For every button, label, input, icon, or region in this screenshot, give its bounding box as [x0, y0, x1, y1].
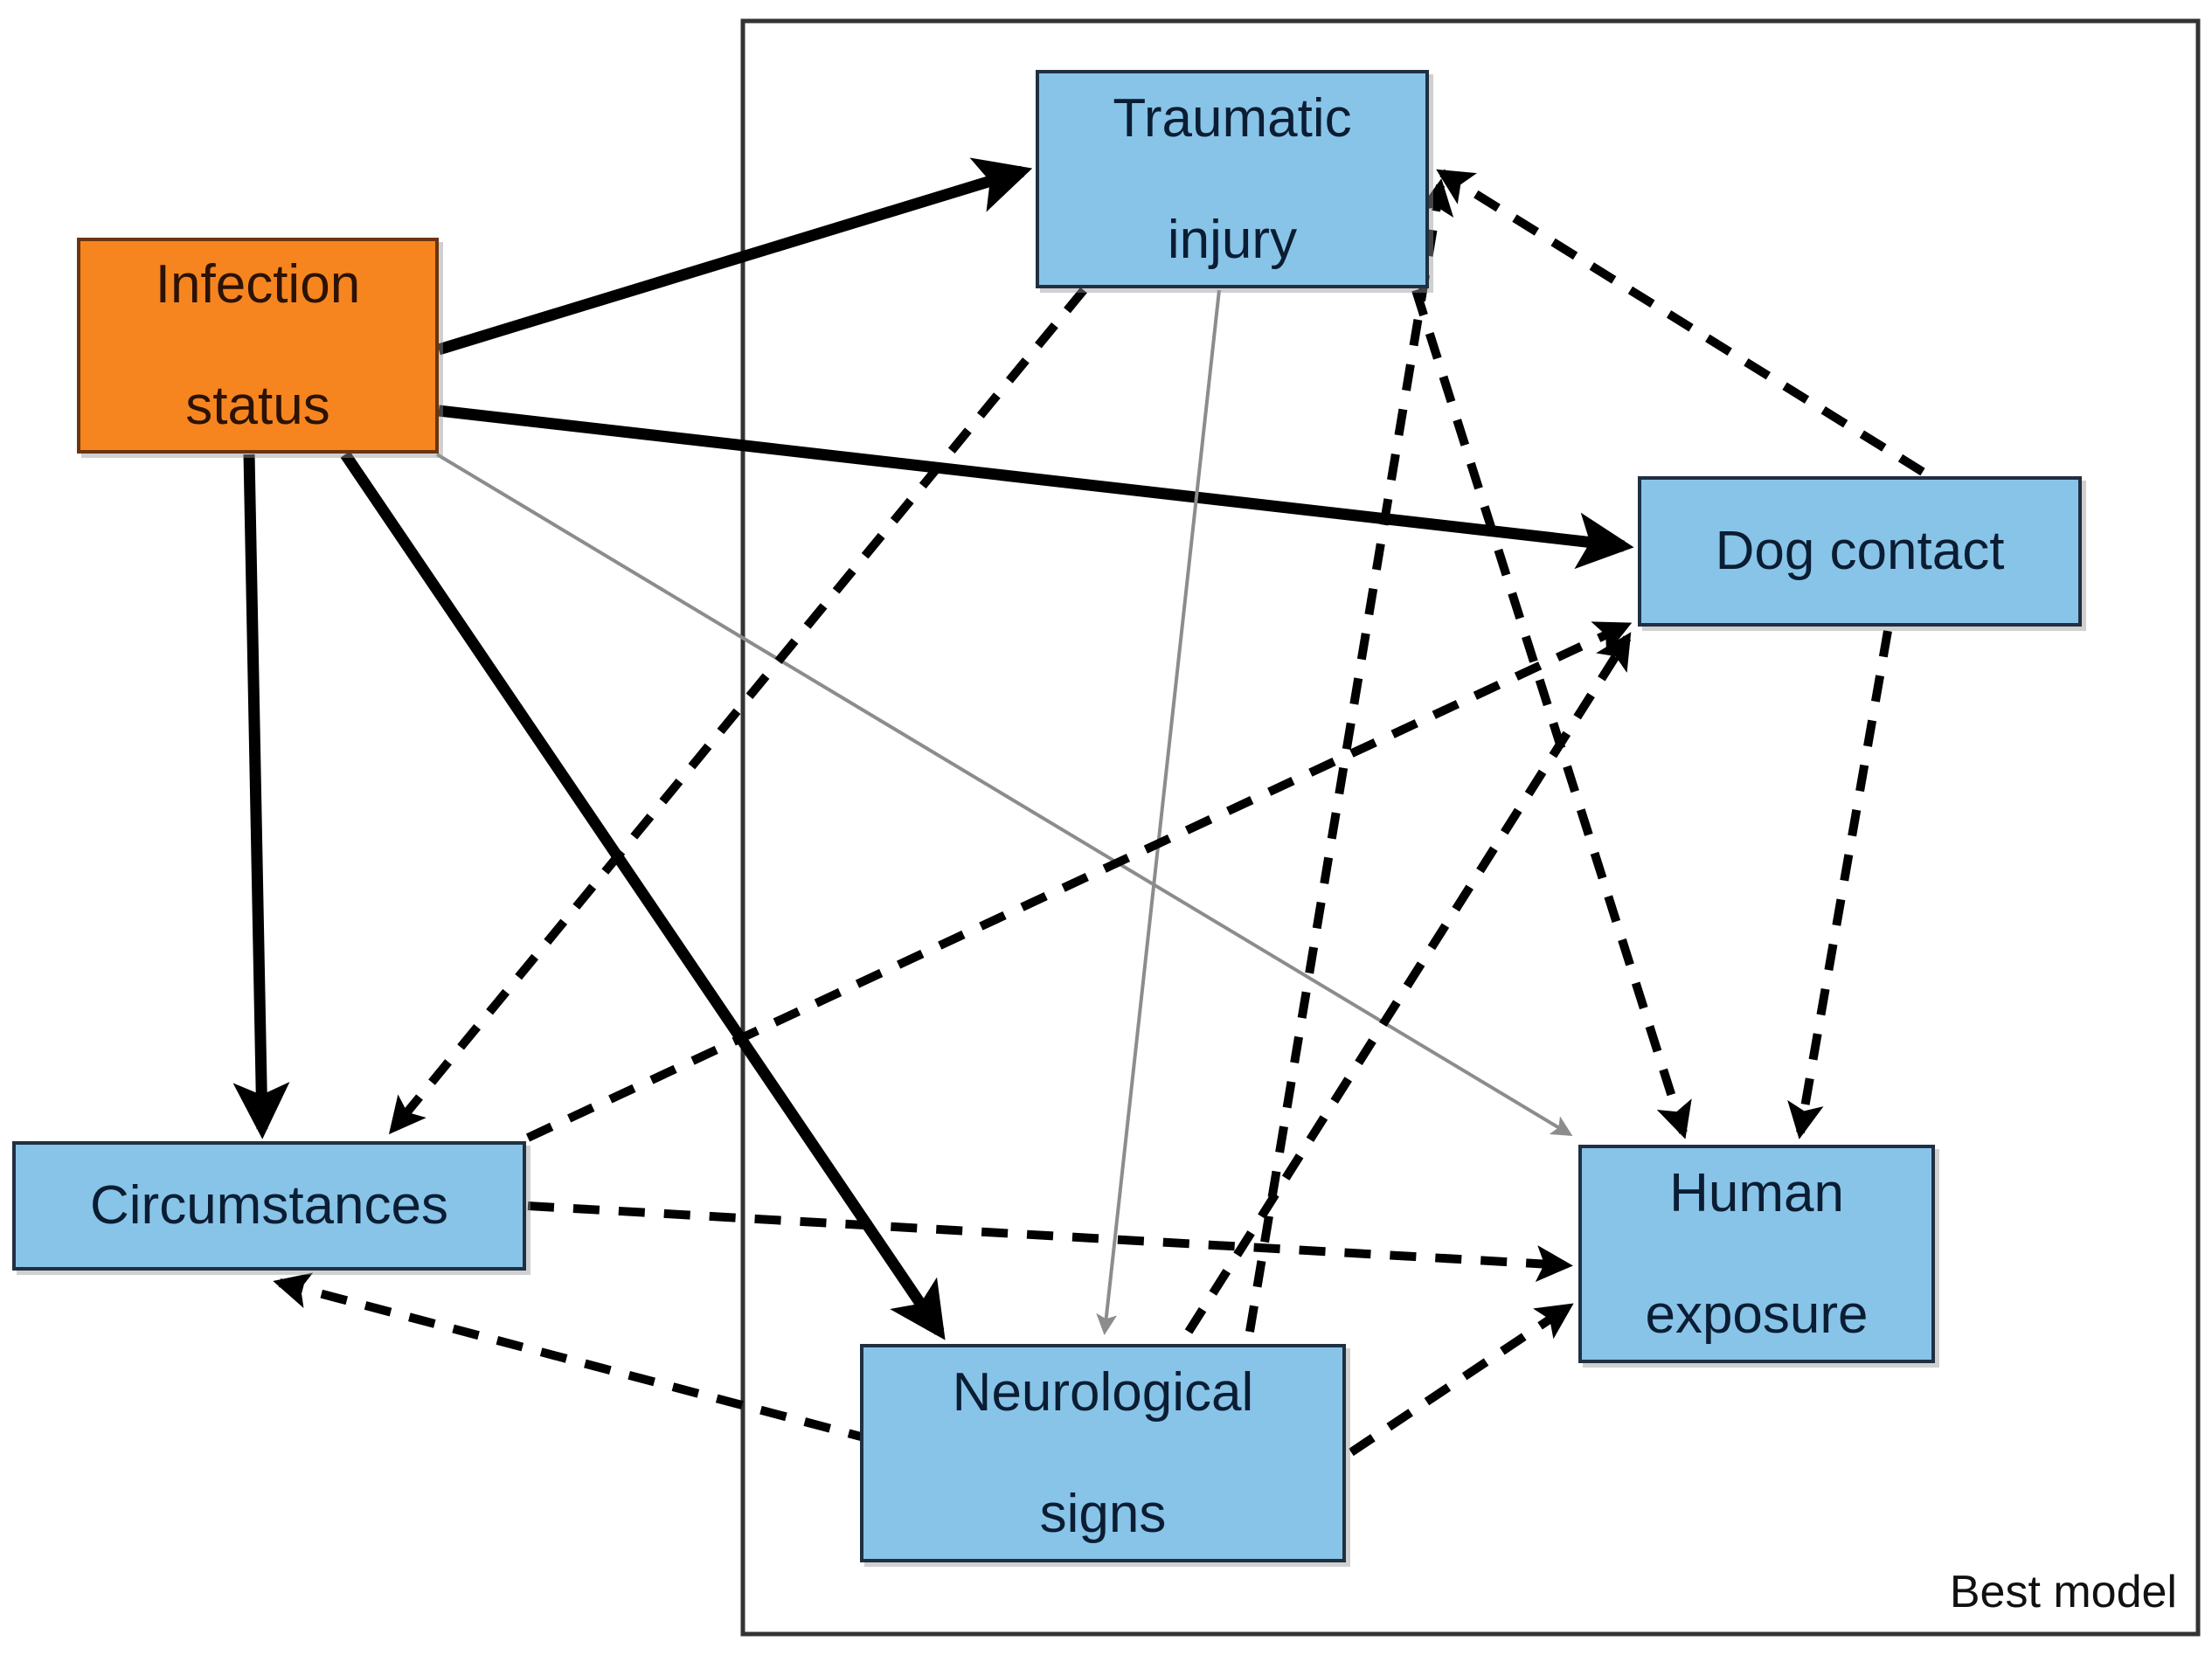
node-dog-contact[interactable]: Dog contact: [1638, 476, 2082, 627]
node-traumatic-injury[interactable]: Traumatic injury: [1036, 70, 1429, 288]
edge-dog-contact-to-traumatic: [1436, 169, 1925, 476]
node-infection-status-line1: Infection: [155, 254, 361, 315]
edge-circumstances-to-dog-contact: [525, 621, 1633, 1142]
node-dog-contact-label: Dog contact: [1715, 521, 2005, 582]
best-model-frame: [740, 18, 2201, 1637]
node-human-exposure-line1: Human: [1669, 1162, 1844, 1223]
node-neurological-signs-line1: Neurological: [952, 1361, 1254, 1423]
edge-circumstances-to-human-exposure: [527, 1201, 1573, 1283]
edge-neurological-to-traumatic: [1245, 178, 1454, 1333]
edge-infection-to-circumstances: [232, 454, 290, 1139]
node-traumatic-injury-line2: injury: [1167, 209, 1298, 270]
edge-neurological-to-dog-contact: [1184, 632, 1632, 1334]
edge-traumatic-to-neurological: [1096, 289, 1221, 1335]
edge-dog-contact-to-human-exposure: [1787, 630, 1892, 1139]
node-infection-status-line2: status: [185, 376, 330, 437]
edge-traumatic-to-human-exposure: [1411, 288, 1692, 1139]
node-neurological-signs[interactable]: Neurological signs: [860, 1344, 1346, 1562]
node-human-exposure-line2: exposure: [1645, 1284, 1869, 1345]
best-model-label: Best model: [1949, 1567, 2177, 1617]
node-circumstances-label: Circumstances: [90, 1175, 448, 1236]
edge-infection-to-traumatic: [437, 157, 1033, 356]
node-traumatic-injury-line1: Traumatic: [1113, 87, 1352, 149]
edge-neurological-to-circumstances: [273, 1272, 876, 1444]
node-circumstances[interactable]: Circumstances: [12, 1141, 526, 1271]
node-infection-status[interactable]: Infection status: [77, 238, 439, 454]
node-neurological-signs-line2: signs: [1039, 1483, 1167, 1544]
edge-infection-to-neurological: [340, 451, 946, 1340]
node-human-exposure[interactable]: Human exposure: [1578, 1145, 1935, 1363]
edge-neurological-to-human-exposure: [1349, 1303, 1574, 1457]
edge-infection-to-dog-contact: [438, 405, 1634, 570]
edge-infection-to-human-exposure: [435, 453, 1573, 1137]
